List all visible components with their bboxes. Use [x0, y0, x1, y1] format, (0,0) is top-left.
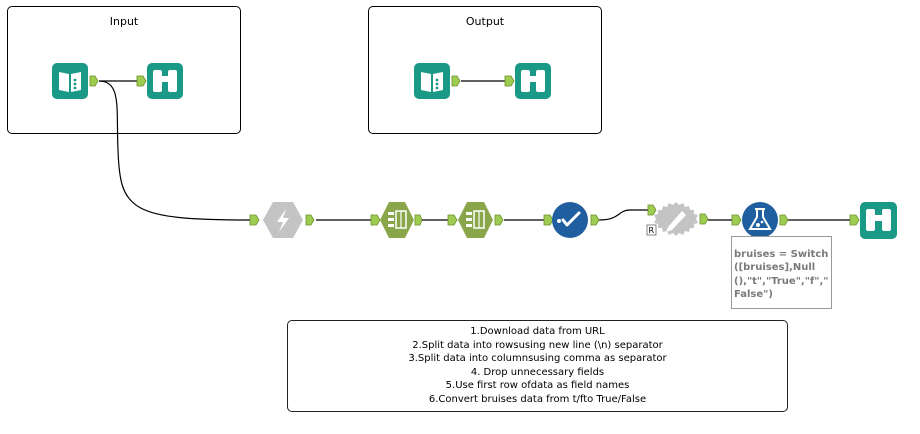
dynamic-rename-tool[interactable]: R	[646, 199, 712, 241]
output-anchor	[451, 75, 461, 87]
input-anchor	[543, 214, 554, 226]
connection-select-to-rename	[598, 209, 649, 221]
lightning-icon	[277, 209, 289, 232]
input-anchor	[447, 214, 458, 226]
columns-icon	[388, 210, 407, 229]
binoculars-icon	[153, 70, 177, 92]
input-anchor	[849, 214, 860, 226]
input-anchor	[647, 204, 657, 216]
flask-icon	[748, 208, 772, 230]
input-container-title: Input	[109, 15, 139, 28]
comment-box[interactable]: 1.Download data from URL 2.Split data in…	[287, 320, 788, 412]
output-anchor	[494, 214, 504, 226]
text-to-columns-tool-2[interactable]	[447, 200, 507, 240]
input-anchor	[370, 214, 381, 226]
output-anchor	[89, 75, 99, 87]
formula-annotation: bruises = Switch ([bruises],Null (),"t",…	[731, 236, 832, 309]
browse-tool-3[interactable]	[848, 201, 900, 241]
input-data-tool[interactable]	[51, 62, 99, 100]
output-anchor	[699, 213, 709, 225]
select-tool[interactable]	[543, 200, 603, 240]
comment-line: 1.Download data from URL	[470, 326, 605, 337]
comment-line: 2.Split data into rowsusing new line (\n…	[412, 339, 663, 351]
columns-icon	[466, 210, 485, 229]
input-anchor	[504, 75, 515, 87]
output-anchor	[305, 214, 315, 226]
tool-body	[380, 202, 414, 238]
comment-line: 4. Drop unnecessary fields	[470, 366, 605, 378]
binoculars-icon	[866, 209, 891, 231]
text-to-columns-tool[interactable]	[370, 200, 423, 240]
input-anchor	[136, 75, 147, 87]
pencil-icon	[668, 211, 686, 230]
comment-line: 6.Convert bruises data from t/fto True/F…	[428, 393, 647, 405]
browse-tool-2[interactable]	[503, 62, 553, 100]
output-anchor	[779, 214, 789, 226]
tool-body	[414, 63, 450, 99]
checkmark-icon	[557, 211, 581, 227]
tool-body	[458, 202, 493, 238]
r-badge-label: R	[649, 226, 655, 235]
tool-body	[742, 202, 778, 238]
output-anchor	[414, 214, 423, 226]
comment-line: 5.Use first row ofdata as field names	[445, 380, 630, 391]
input-anchor	[249, 214, 260, 226]
comment-line: 3.Split data into columnsusing comma as …	[408, 353, 667, 364]
output-container-title: Output	[465, 15, 505, 28]
input-data-tool-2[interactable]	[413, 62, 461, 100]
browse-tool[interactable]	[135, 62, 185, 100]
output-container[interactable]: Output	[368, 6, 602, 134]
input-container[interactable]: Input	[7, 6, 241, 134]
tool-body	[52, 63, 88, 99]
download-tool[interactable]	[249, 200, 317, 242]
formula-tool[interactable]	[731, 200, 791, 240]
connection-input-to-download	[98, 80, 251, 221]
output-anchor	[590, 214, 600, 226]
binoculars-icon	[521, 70, 545, 92]
input-anchor	[731, 214, 742, 226]
r-input-badge	[646, 224, 657, 236]
